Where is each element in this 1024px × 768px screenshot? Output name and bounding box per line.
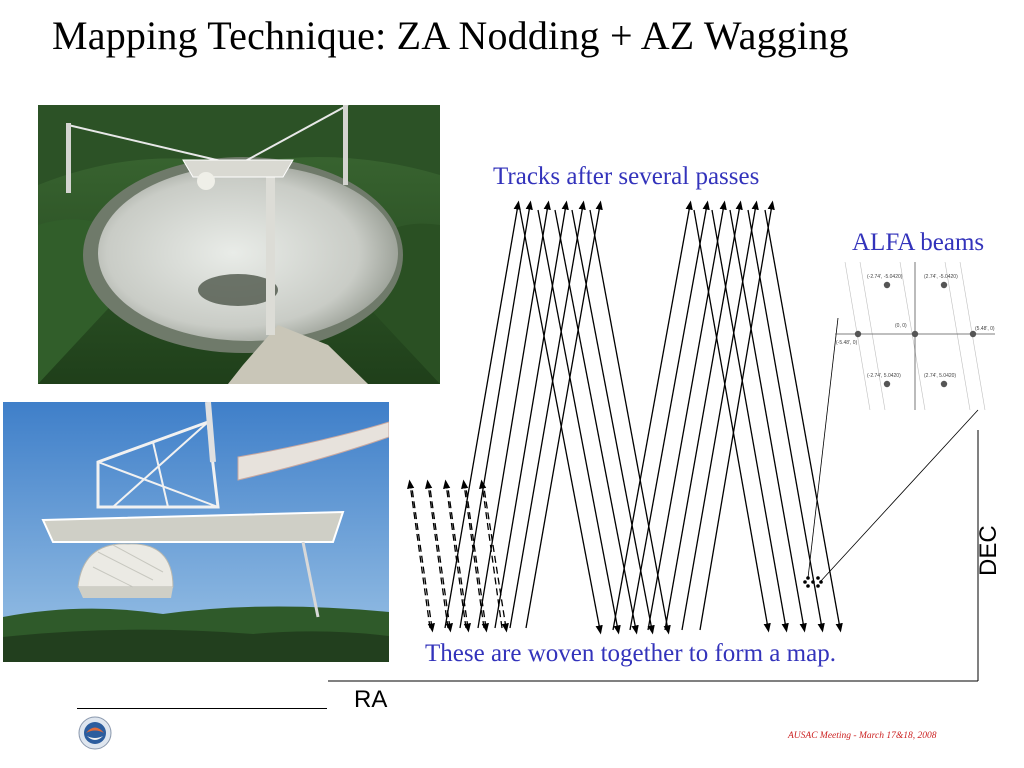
alfa-beam-label: (2.74', 5.0420) (924, 373, 956, 379)
dashed-track-line (479, 479, 503, 629)
dashed-track-line (411, 487, 435, 633)
observatory-seal-icon (78, 716, 112, 750)
alfa-beam-label: (-5.48', 0) (836, 340, 858, 346)
track-line (571, 209, 655, 635)
dashed-track-line (465, 487, 489, 633)
alfa-beam-dot (883, 380, 891, 388)
track-line (747, 209, 825, 633)
dashed-track-line (447, 487, 471, 633)
scan-tracks (407, 200, 843, 635)
alfa-beam-label: (2.74', -5.0420) (924, 274, 958, 280)
alfa-beam-dot (883, 281, 891, 289)
woven-map-label: These are woven together to form a map. (425, 640, 836, 667)
inset-leader-lower (819, 409, 979, 583)
alfa-beam-inset: (-2.74', -5.0420) (2.74', -5.0420) (-5.48'… (835, 261, 995, 411)
track-line (589, 209, 671, 635)
track-line (537, 209, 621, 635)
alfa-beam-dot (911, 330, 919, 338)
track-line (629, 200, 710, 631)
arecibo-platform-photo (3, 402, 389, 662)
alfa-beam-dot (854, 330, 862, 338)
alfa-beam-label: (0, 0) (895, 323, 907, 329)
alfa-beam-label: (-2.74', 5.0420) (867, 373, 901, 379)
alfa-beam-label: (5.48', 0) (975, 326, 995, 332)
dashed-track-line (425, 479, 449, 629)
track-line (444, 200, 521, 629)
track-line (459, 200, 533, 629)
dashed-track-line (483, 487, 509, 633)
track-line (525, 200, 603, 629)
track-line (494, 200, 569, 629)
dec-axis-label: DEC (975, 525, 1002, 576)
dashed-track-line (407, 479, 431, 629)
track-line (699, 200, 775, 631)
dashed-track-line (429, 487, 453, 633)
track-line (711, 209, 789, 633)
alfa-beams-label: ALFA beams (852, 229, 985, 256)
track-line (764, 209, 843, 633)
dashed-track-line (461, 479, 485, 629)
track-line (664, 200, 743, 631)
alfa-beam-dot (940, 281, 948, 289)
track-line (519, 209, 603, 635)
track-line (477, 200, 551, 629)
track-line (647, 200, 727, 631)
dashed-track-line (443, 479, 467, 629)
page-title: Mapping Technique: ZA Nodding + AZ Waggi… (52, 13, 849, 58)
tracks-label: Tracks after several passes (493, 163, 760, 190)
inset-leader-upper (807, 317, 839, 579)
track-line (681, 200, 759, 631)
track-line (729, 209, 807, 633)
track-line (693, 209, 771, 633)
footer-meeting-text: AUSAC Meeting - March 17&18, 2008 (788, 731, 937, 741)
track-line (612, 200, 693, 631)
arecibo-dish-photo (38, 105, 440, 384)
alfa-beam-dot (969, 330, 977, 338)
beam-cluster-marker (803, 576, 823, 588)
alfa-beam-label: (-2.74', -5.0420) (867, 274, 903, 280)
ra-axis-label: RA (354, 686, 388, 713)
track-line (554, 209, 639, 635)
track-line (509, 200, 586, 629)
alfa-beam-dot (940, 380, 948, 388)
footer-divider (77, 708, 327, 709)
